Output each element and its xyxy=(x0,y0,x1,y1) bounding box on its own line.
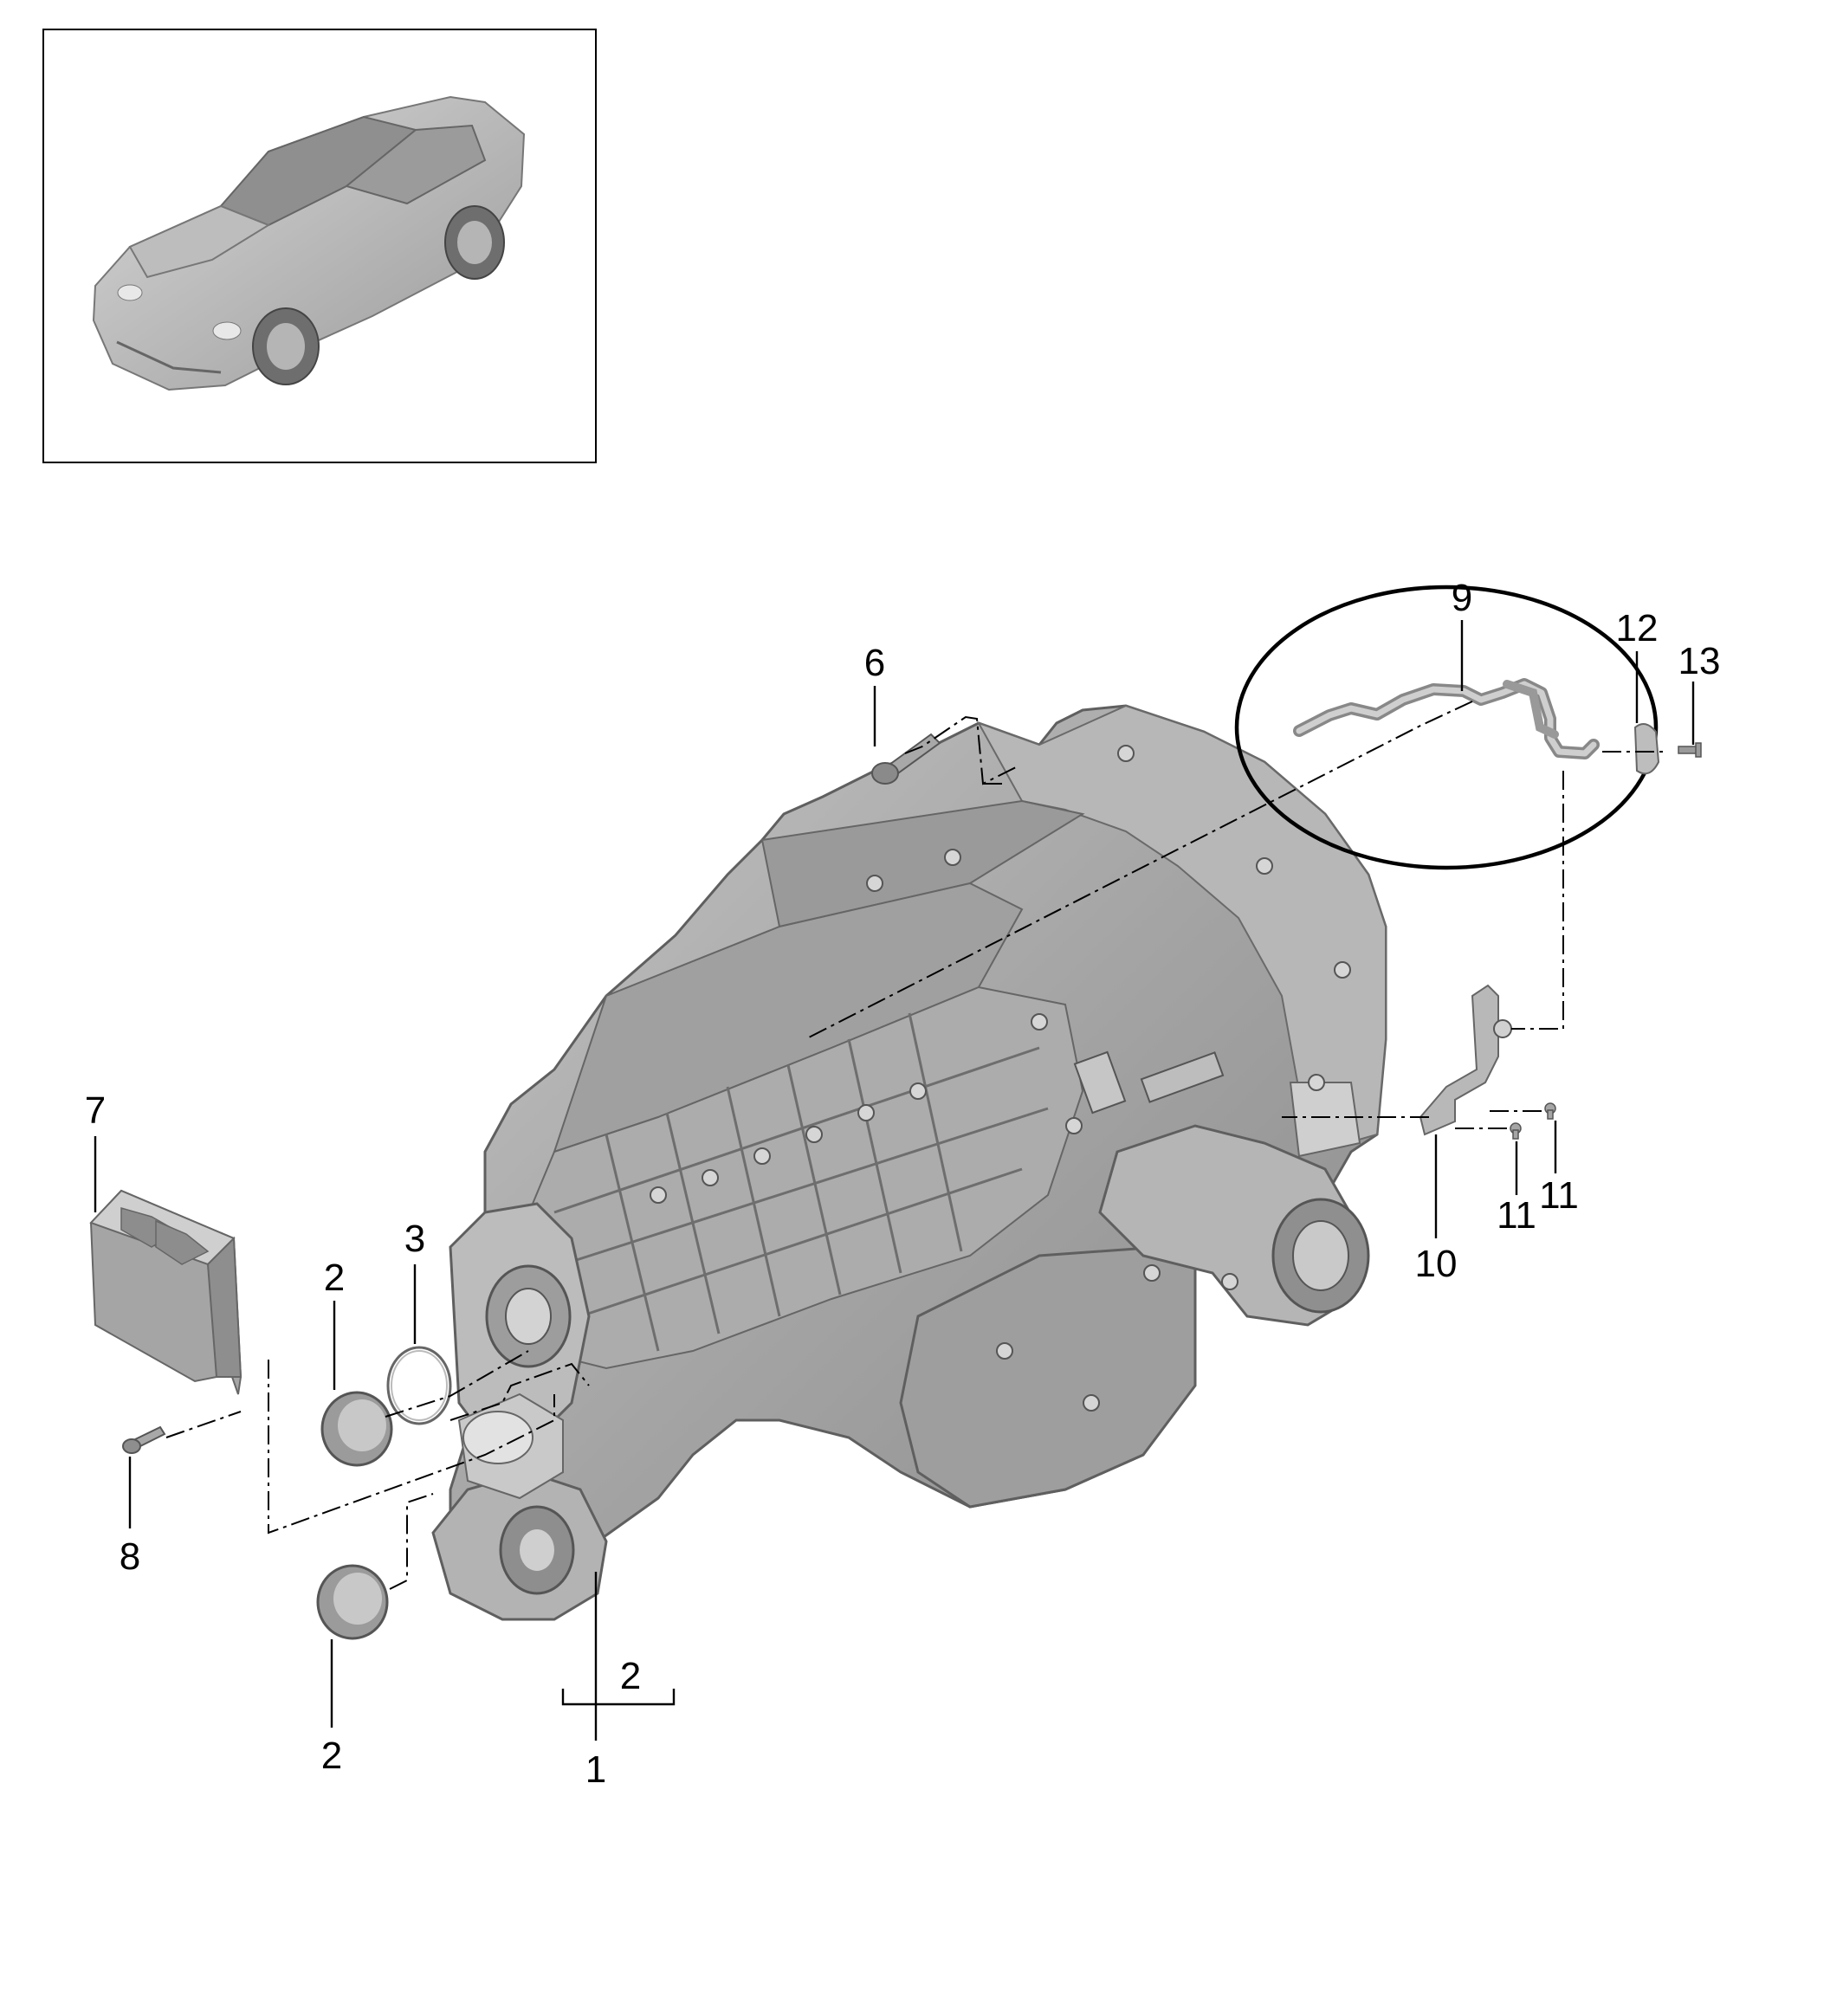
part-9-vent-pipe xyxy=(1234,585,1659,870)
callout-10: 10 xyxy=(1415,1243,1458,1285)
callout-2-lower: 2 xyxy=(321,1735,342,1777)
callout-13: 13 xyxy=(1678,640,1721,682)
part-3-o-ring xyxy=(386,1346,452,1425)
part-2-cap-upper xyxy=(320,1391,393,1467)
callout-labels: 1 2 2 2 3 6 7 8 9 10 11 11 12 13 xyxy=(85,577,1721,1791)
oil-sump xyxy=(899,1245,1197,1509)
callout-2-bracket: 2 xyxy=(620,1655,641,1697)
part-12-clip xyxy=(1633,723,1660,775)
callout-11-right: 11 xyxy=(1539,1174,1579,1217)
callout-12: 12 xyxy=(1616,607,1659,649)
car-illustration xyxy=(92,95,526,391)
part-13-screw xyxy=(1678,742,1702,758)
part-2-cap-lower xyxy=(316,1564,389,1640)
callout-9: 9 xyxy=(1452,577,1472,619)
housing-ribs xyxy=(553,1012,1049,1352)
callout-11-left: 11 xyxy=(1497,1194,1536,1237)
part-7-cover xyxy=(89,1189,242,1395)
detail-circle xyxy=(1234,585,1659,870)
callout-2-upper: 2 xyxy=(324,1257,345,1299)
part-10-bracket xyxy=(1419,984,1512,1136)
part-11-screws xyxy=(1510,1102,1556,1140)
part-8-screw xyxy=(122,1425,166,1454)
callout-6: 6 xyxy=(864,642,885,684)
housing-bolts xyxy=(650,745,1351,1412)
callout-8: 8 xyxy=(120,1535,140,1578)
part-6-bolt xyxy=(871,733,941,785)
assembly-lines xyxy=(165,701,1663,1590)
callout-1: 1 xyxy=(585,1748,606,1791)
callout-3: 3 xyxy=(404,1218,425,1260)
callout-7: 7 xyxy=(85,1089,106,1132)
leader-lines xyxy=(94,620,1695,1741)
transmission-assembly xyxy=(431,704,1387,1621)
vehicle-thumbnail xyxy=(42,29,597,463)
